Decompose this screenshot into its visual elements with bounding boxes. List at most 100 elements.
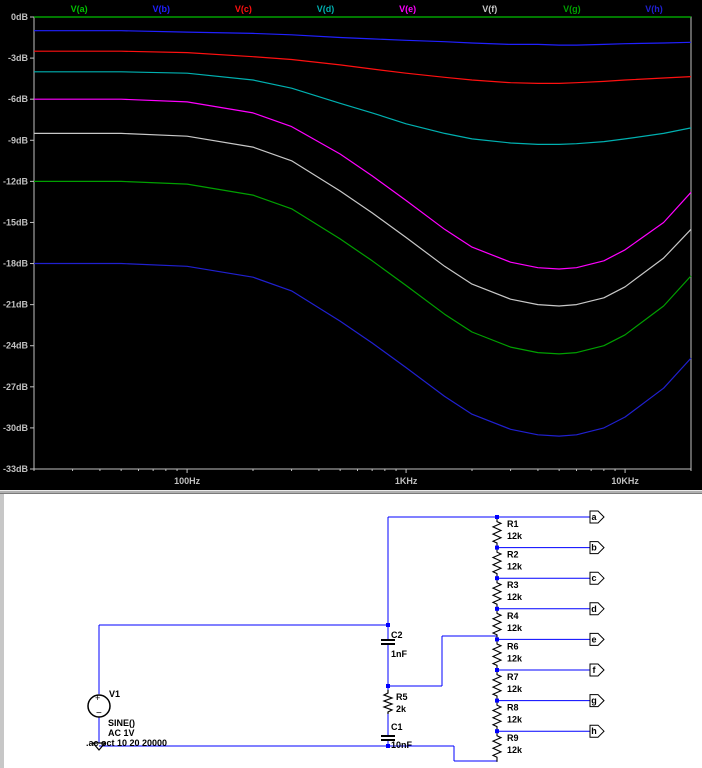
resistor-icon <box>491 547 503 579</box>
resistor-ref: R1 <box>507 519 519 529</box>
port-flag-icon <box>589 571 605 585</box>
resistor-icon <box>491 608 503 640</box>
resistor-ref: R7 <box>507 672 519 682</box>
r5-value: 2k <box>396 704 407 714</box>
v1-ref: V1 <box>109 689 120 699</box>
x-tick-label: 100Hz <box>174 476 201 486</box>
resistor-value: 12k <box>507 623 523 633</box>
x-axis: 100Hz 1KHz 10KHz <box>33 469 692 486</box>
port-label: c <box>591 573 596 583</box>
bode-plot[interactable]: V(a)V(b)V(c)V(d)V(e)V(f)V(g)V(h) 0dB-3dB… <box>0 0 702 490</box>
port-flag-icon <box>589 663 605 677</box>
source-icon <box>87 694 111 718</box>
capacitor-c2[interactable]: C2 1nF <box>381 630 408 659</box>
port-label: a <box>591 512 597 522</box>
resistor-icon <box>491 517 503 548</box>
net-port-h[interactable]: h <box>589 724 605 738</box>
port-flag-icon <box>589 632 605 646</box>
trace-label-vf[interactable]: V(f) <box>482 4 497 14</box>
net-port-g[interactable]: g <box>589 694 605 708</box>
pane-splitter[interactable] <box>0 490 702 494</box>
resistor-ref: R2 <box>507 550 519 560</box>
trace-label-vd[interactable]: V(d) <box>317 4 335 14</box>
r5-ref: R5 <box>396 692 408 702</box>
trace-label-va[interactable]: V(a) <box>71 4 88 14</box>
y-tick-label: -33dB <box>3 464 29 474</box>
resistor-icon <box>491 578 503 609</box>
waveform-viewer[interactable]: V(a)V(b)V(c)V(d)V(e)V(f)V(g)V(h) 0dB-3dB… <box>0 0 702 490</box>
trace-label-vb[interactable]: V(b) <box>153 4 171 14</box>
net-ports[interactable]: a b c d e f g h <box>495 510 605 738</box>
trace-label-ve[interactable]: V(e) <box>399 4 416 14</box>
port-flag-icon <box>589 602 605 616</box>
resistor-icon <box>491 700 503 732</box>
x-tick-label: 1KHz <box>395 476 418 486</box>
resistor-ref: R3 <box>507 580 519 590</box>
net-port-c[interactable]: c <box>589 571 605 585</box>
c1-ref: C1 <box>391 722 403 732</box>
net-port-f[interactable]: f <box>589 663 605 677</box>
capacitor-c1[interactable]: C1 10nF <box>381 722 413 750</box>
net-port-e[interactable]: e <box>589 632 605 646</box>
trace-vd <box>34 71 692 145</box>
y-tick-label: -15dB <box>3 217 29 227</box>
port-flag-icon <box>589 541 605 555</box>
port-label: b <box>591 543 597 553</box>
resistor-r5[interactable]: R5 2k <box>382 690 408 714</box>
port-label: h <box>591 726 597 736</box>
x-tick-label: 10KHz <box>611 476 639 486</box>
traces <box>34 16 692 437</box>
port-flag-icon <box>589 694 605 708</box>
y-tick-label: -6dB <box>8 94 29 104</box>
resistor-icon <box>491 639 503 670</box>
resistor-value: 12k <box>507 653 523 663</box>
trace-label-vg[interactable]: V(g) <box>563 4 581 14</box>
net-port-b[interactable]: b <box>589 541 605 555</box>
wires[interactable] <box>98 516 498 762</box>
trace-label-vh[interactable]: V(h) <box>645 4 663 14</box>
trace-vb <box>34 30 692 46</box>
trace-legend: V(a) V(b) V(c) V(d) V(e) V(f) V(g) V(h) <box>71 4 663 14</box>
port-flag-icon <box>589 724 605 738</box>
voltage-source-v1[interactable]: + − V1 SINE() AC 1V <box>87 689 135 751</box>
junction-dot <box>386 623 390 627</box>
resistor-icon <box>491 731 503 762</box>
v1-ac: AC 1V <box>108 728 135 738</box>
resistor-value: 12k <box>507 745 523 755</box>
y-tick-label: -27dB <box>3 382 29 392</box>
schematic-editor[interactable]: + − V1 SINE() AC 1V .ac oct 10 20 20000 … <box>0 494 702 768</box>
c1-value: 10nF <box>391 740 413 750</box>
resistor-value: 12k <box>507 531 523 541</box>
trace-label-vc[interactable]: V(c) <box>235 4 252 14</box>
c2-ref: C2 <box>391 630 403 640</box>
schematic-canvas[interactable]: + − V1 SINE() AC 1V .ac oct 10 20 20000 … <box>4 494 702 768</box>
trace-vf <box>34 132 692 307</box>
resistor-icon <box>491 670 503 701</box>
junction-dot <box>386 744 390 748</box>
y-tick-label: -24dB <box>3 341 29 351</box>
ac-directive[interactable]: .ac oct 10 20 20000 <box>86 738 167 748</box>
port-label: e <box>591 634 596 644</box>
y-tick-label: -21dB <box>3 300 29 310</box>
plot-area[interactable] <box>33 16 692 470</box>
y-axis: 0dB-3dB-6dB-9dB-12dB-15dB-18dB-21dB-24dB… <box>3 12 34 474</box>
net-port-a[interactable]: a <box>589 510 605 524</box>
v1-value: SINE() <box>108 718 135 728</box>
resistor-value: 12k <box>507 592 523 602</box>
y-tick-label: -30dB <box>3 423 29 433</box>
net-port-d[interactable]: d <box>589 602 605 616</box>
y-tick-label: -9dB <box>8 135 29 145</box>
trace-vh <box>34 262 692 437</box>
resistor-ref: R6 <box>507 641 519 651</box>
resistor-value: 12k <box>507 684 523 694</box>
trace-vc <box>34 50 692 84</box>
